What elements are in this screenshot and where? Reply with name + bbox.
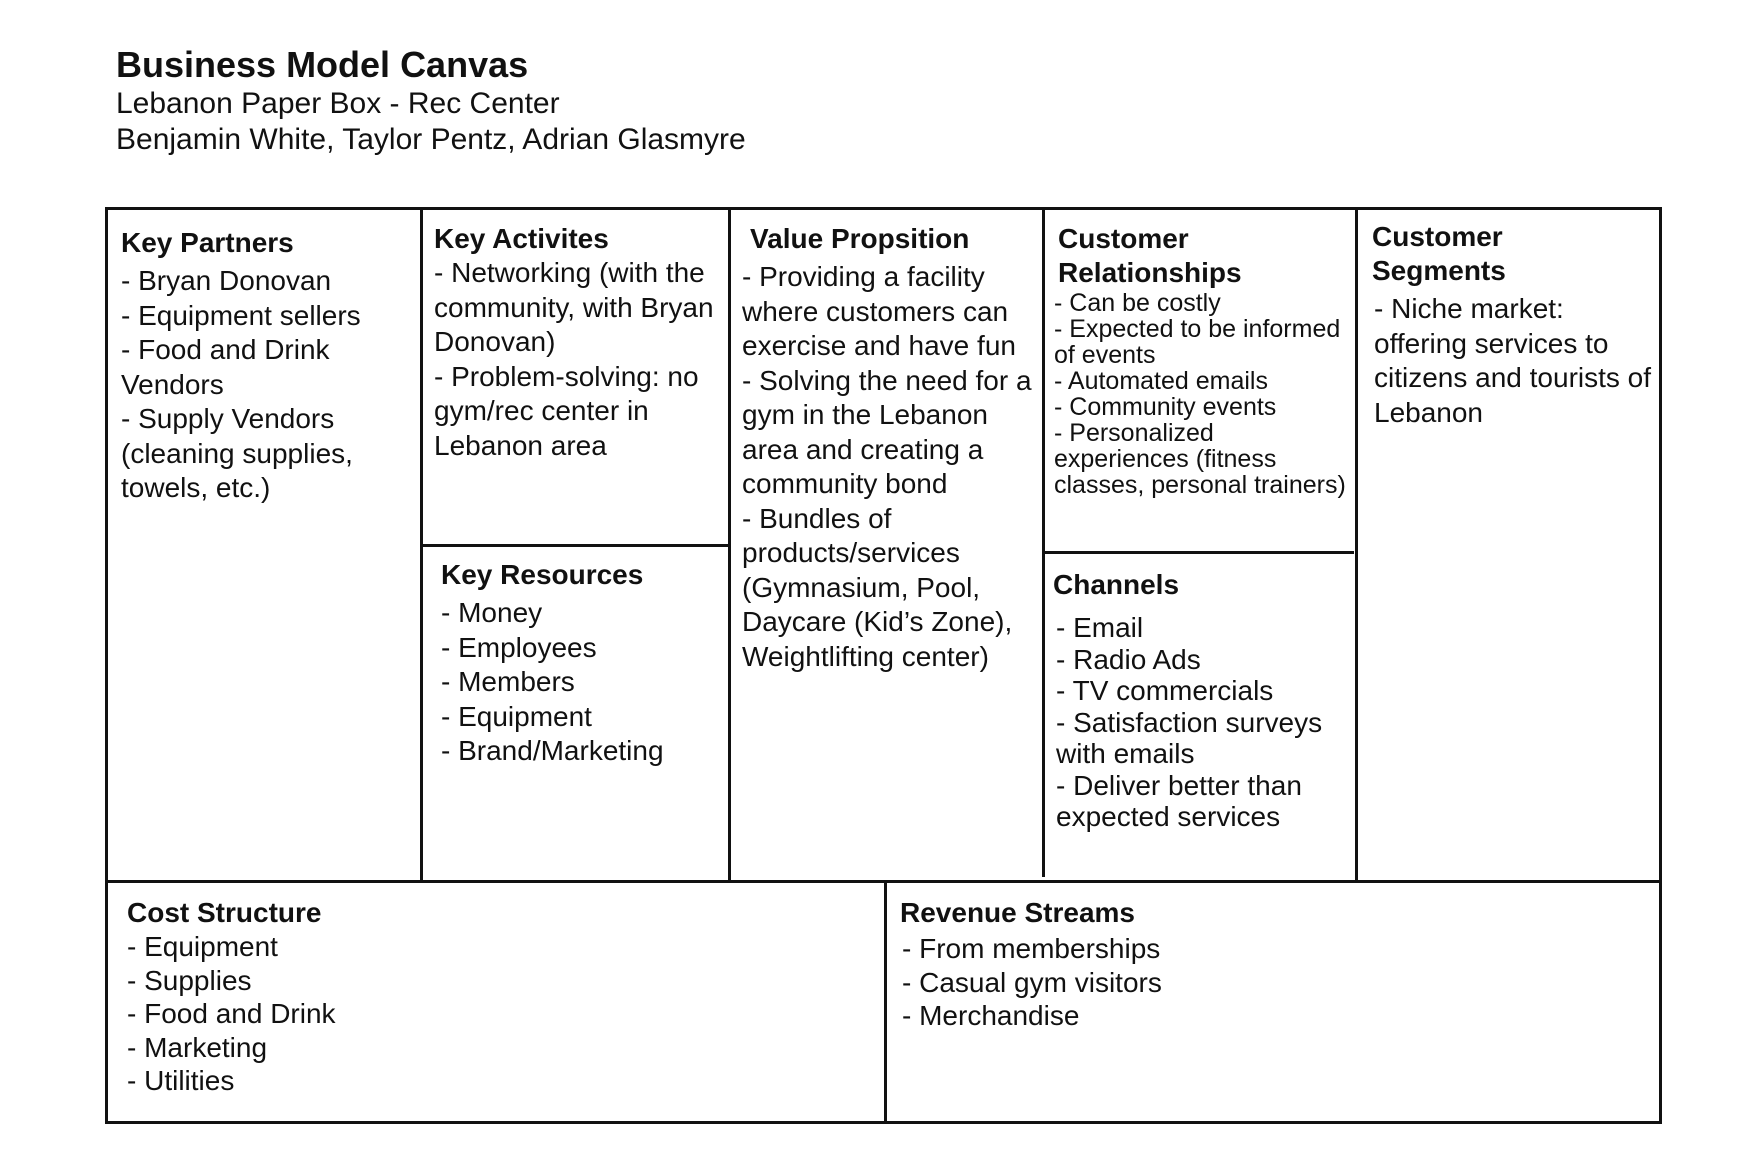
block-value-proposition: Value Propsition - Providing a facility … — [742, 222, 1037, 674]
list-item: - Utilities — [127, 1065, 235, 1096]
block-title: Channels — [1053, 569, 1180, 600]
list-item: - Email — [1056, 612, 1144, 643]
divider-relationships-segments — [1355, 210, 1358, 880]
canvas-header: Business Model Canvas Lebanon Paper Box … — [116, 44, 746, 158]
list-item: - Providing a facility where customers c… — [742, 261, 1016, 361]
list-item: - Networking (with the community, with B… — [434, 257, 714, 357]
list-item: - Deliver better than expected services — [1056, 769, 1302, 833]
list-item: - Equipment — [441, 700, 592, 732]
canvas-subtitle: Lebanon Paper Box - Rec Center — [116, 87, 560, 120]
block-title: Cost Structure — [127, 897, 322, 928]
block-title: Value Propsition — [750, 223, 970, 254]
canvas-title: Business Model Canvas — [116, 44, 529, 85]
block-title: Revenue Streams — [900, 897, 1136, 928]
canvas-frame: Key Partners - Bryan Donovan - Equipment… — [105, 207, 1662, 1124]
block-list: - Money - Employees - Members - Equipmen… — [441, 596, 726, 769]
block-list: - Can be costly - Expected to be informe… — [1054, 290, 1352, 498]
list-item: - Solving the need for a gym in the Leba… — [742, 364, 1032, 500]
divider-cost-revenue — [884, 880, 887, 1121]
block-title: Key Partners — [121, 227, 294, 258]
list-item: - Money — [441, 597, 543, 628]
block-key-partners: Key Partners - Bryan Donovan - Equipment… — [121, 226, 411, 506]
block-list: - Email - Radio Ads - TV commercials - S… — [1053, 612, 1353, 833]
list-item: - Niche market: offering services to cit… — [1374, 293, 1652, 428]
block-list: - Networking (with the community, with B… — [434, 256, 726, 463]
list-item: - From memberships — [902, 933, 1161, 964]
block-list: - Niche market: offering services to cit… — [1372, 292, 1654, 430]
list-item: - Members — [441, 666, 575, 697]
list-item: - Community events — [1054, 393, 1277, 421]
block-revenue-streams: Revenue Streams - From memberships - Cas… — [900, 896, 1640, 1033]
divider-value-relationships — [1042, 210, 1045, 877]
list-item: - Supplies — [127, 964, 252, 996]
block-title: Key Resources — [441, 559, 644, 590]
block-title: Customer Relationships — [1058, 223, 1242, 288]
list-item: - TV commercials — [1056, 675, 1274, 706]
block-list: - Bryan Donovan - Equipment sellers - Fo… — [121, 264, 411, 506]
list-item: - Can be costly — [1054, 289, 1221, 317]
list-item: - Brand/Marketing — [441, 735, 664, 766]
divider-activities-resources — [420, 544, 731, 547]
list-item: - Casual gym visitors — [902, 966, 1162, 998]
list-item: - Food and Drink — [127, 998, 336, 1029]
block-customer-segments: Customer Segments - Niche market: offeri… — [1372, 220, 1654, 430]
block-key-activities: Key Activites - Networking (with the com… — [434, 222, 726, 463]
block-list: - From memberships - Casual gym visitors… — [900, 932, 1640, 1033]
list-item: - Expected to be informed of events — [1054, 315, 1341, 369]
divider-upper-lower — [108, 880, 1659, 883]
list-item: - Automated emails — [1054, 367, 1268, 395]
list-item: - Equipment — [127, 931, 278, 962]
list-item: - Food and Drink Vendors — [121, 334, 330, 400]
divider-relationships-channels — [1042, 551, 1354, 554]
list-item: - Equipment sellers — [121, 299, 361, 331]
list-item: - Merchandise — [902, 1000, 1080, 1031]
list-item: - Problem-solving: no gym/rec center in … — [434, 360, 699, 461]
list-item: - Bryan Donovan — [121, 265, 332, 296]
list-item: - Employees — [441, 631, 597, 663]
block-list: - Providing a facility where customers c… — [742, 260, 1037, 674]
block-customer-relationships: Customer Relationships - Can be costly -… — [1054, 222, 1352, 498]
list-item: - Marketing — [127, 1031, 268, 1063]
list-item: - Radio Ads — [1056, 643, 1201, 675]
list-item: - Supply Vendors (cleaning supplies, tow… — [121, 403, 353, 503]
block-title: Key Activites — [434, 223, 609, 254]
block-title: Customer Segments — [1372, 221, 1506, 286]
block-list: - Equipment - Supplies - Food and Drink … — [127, 930, 867, 1098]
block-cost-structure: Cost Structure - Equipment - Supplies - … — [127, 896, 867, 1098]
list-item: - Satisfaction surveys with emails — [1056, 706, 1323, 770]
list-item: - Personalized experiences (fitness clas… — [1054, 419, 1346, 499]
block-channels: Channels - Email - Radio Ads - TV commer… — [1053, 568, 1353, 833]
list-item: - Bundles of products/services (Gymnasiu… — [742, 502, 1013, 672]
block-key-resources: Key Resources - Money - Employees - Memb… — [441, 558, 726, 769]
canvas-authors: Benjamin White, Taylor Pentz, Adrian Gla… — [116, 123, 746, 156]
